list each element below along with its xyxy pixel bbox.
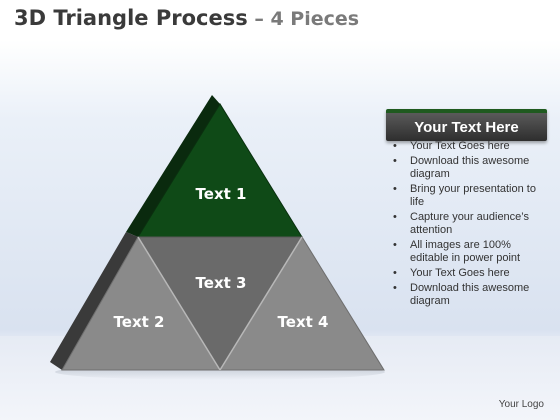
bottom-piece-side bbox=[50, 232, 138, 370]
panel-header-text: Your Text Here bbox=[414, 118, 519, 136]
bullet-item: Your Text Goes here bbox=[390, 267, 548, 280]
bullet-item: Your Text Goes here bbox=[390, 140, 548, 153]
seam-right bbox=[219, 236, 303, 371]
logo-text: Your Logo bbox=[498, 399, 544, 410]
seam-left bbox=[137, 236, 221, 371]
bullet-item: Download this awesome diagram bbox=[390, 155, 548, 181]
title-separator: – bbox=[247, 8, 271, 30]
piece-1-label: Text 1 bbox=[196, 185, 247, 203]
piece-3-label: Text 3 bbox=[196, 274, 247, 292]
piece-2-label: Text 2 bbox=[114, 313, 165, 331]
piece-1-top-triangle[interactable] bbox=[137, 103, 303, 238]
bullet-item: Download this awesome diagram bbox=[390, 282, 548, 308]
bullet-item: Capture your audience’s attention bbox=[390, 211, 548, 237]
slide-title: 3D Triangle Process – 4 Pieces bbox=[14, 6, 359, 30]
bullet-item: All images are 100% editable in power po… bbox=[390, 239, 548, 265]
bullet-list: Your Text Goes here Download this awesom… bbox=[390, 140, 548, 310]
panel-header[interactable]: Your Text Here bbox=[386, 109, 547, 141]
piece-4-label: Text 4 bbox=[278, 313, 329, 331]
top-piece-side bbox=[126, 95, 220, 237]
title-sub: 4 Pieces bbox=[270, 8, 360, 30]
title-main: 3D Triangle Process bbox=[14, 6, 248, 30]
bullet-item: Bring your presentation to life bbox=[390, 183, 548, 209]
